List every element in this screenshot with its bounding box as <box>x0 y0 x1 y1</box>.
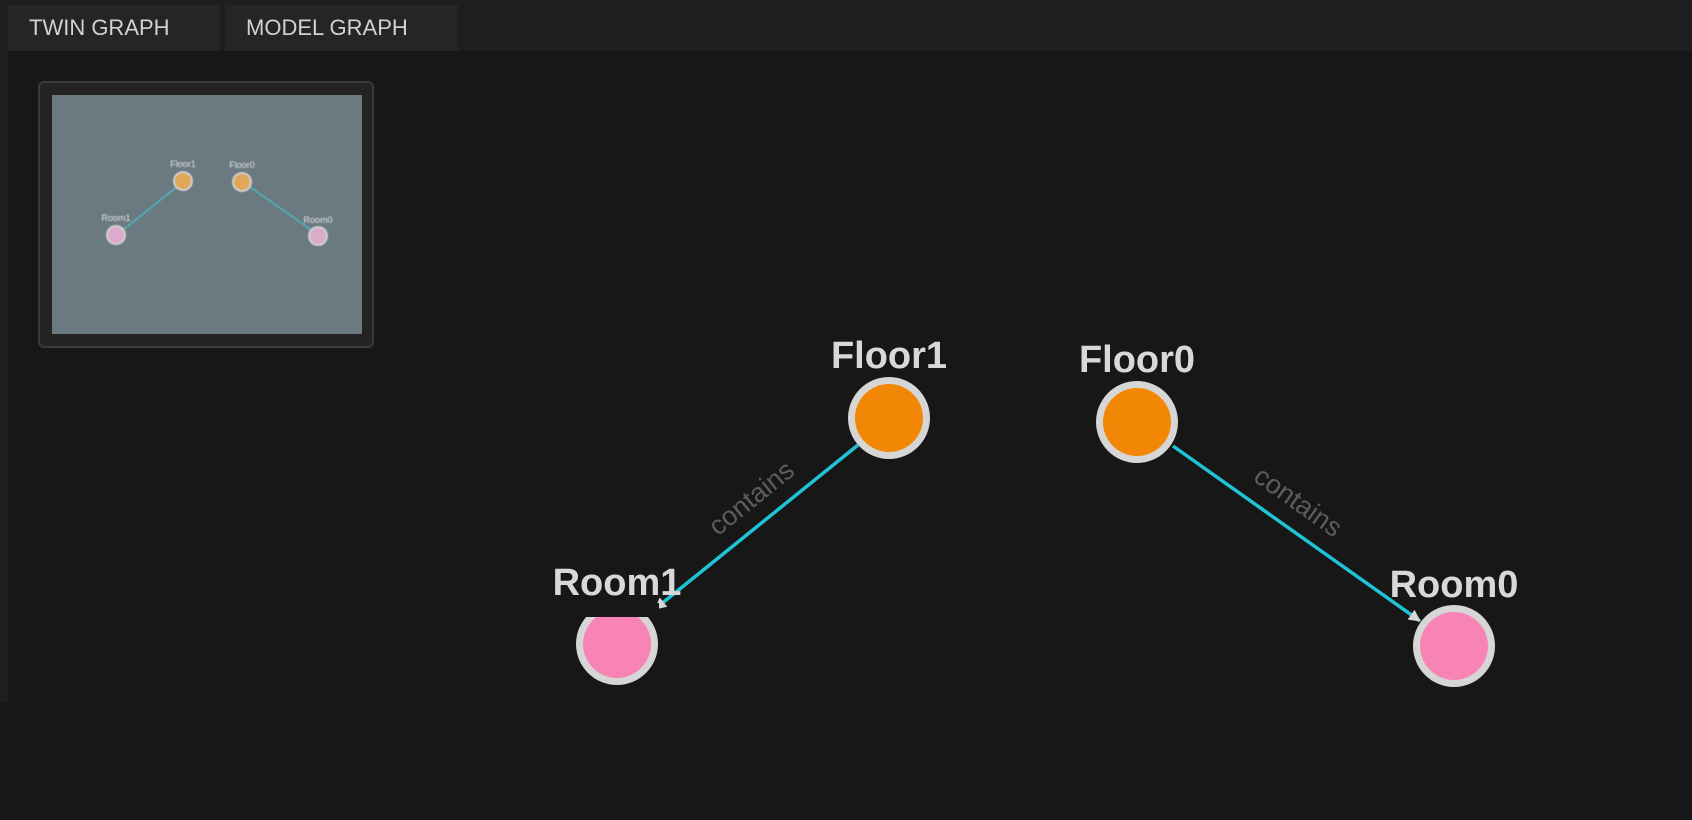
minimap-panel: Floor1 Floor0 Room1 Room0 <box>38 81 374 348</box>
node-fill[interactable] <box>1103 388 1171 456</box>
left-border <box>0 0 8 702</box>
minimap-edge <box>117 180 185 235</box>
minimap-viewport[interactable]: Floor1 Floor0 Room1 Room0 <box>52 95 362 334</box>
tab-twin-graph[interactable]: TWIN GRAPH <box>8 5 220 51</box>
node-label: Floor0 <box>1079 339 1195 381</box>
minimap-label: Floor1 <box>170 159 196 169</box>
edge-floor0-room0[interactable]: contains <box>1171 444 1422 623</box>
node-fill[interactable] <box>855 384 923 452</box>
node-label: Room0 <box>1390 564 1519 606</box>
minimap-node <box>234 174 250 190</box>
minimap-label: Room1 <box>101 213 130 223</box>
label-backdrop <box>575 603 659 617</box>
minimap-label: Floor0 <box>229 160 255 170</box>
minimap-edge <box>242 181 321 237</box>
node-floor0[interactable]: Floor0 <box>1079 339 1195 463</box>
minimap-node <box>310 228 326 244</box>
minimap-label: Room0 <box>303 215 332 225</box>
edge-floor1-room1[interactable]: contains <box>653 443 860 611</box>
edge-label: contains <box>703 455 800 542</box>
node-label: Room1 <box>553 562 682 604</box>
minimap-node <box>175 173 191 189</box>
edge-line[interactable] <box>1171 444 1422 623</box>
minimap-node <box>108 227 124 243</box>
tab-bar: TWIN GRAPH MODEL GRAPH <box>0 0 1692 51</box>
minimap-graph: Floor1 Floor0 Room1 Room0 <box>101 159 333 246</box>
edge-label: contains <box>1248 460 1347 543</box>
tab-model-graph[interactable]: MODEL GRAPH <box>225 5 458 51</box>
node-fill[interactable] <box>1420 612 1488 680</box>
node-room1[interactable]: Room1 <box>553 562 682 685</box>
node-floor1[interactable]: Floor1 <box>831 335 947 459</box>
node-room0[interactable]: Room0 <box>1390 564 1519 687</box>
edge-line[interactable] <box>653 443 860 611</box>
node-fill[interactable] <box>583 610 651 678</box>
node-label: Floor1 <box>831 335 947 377</box>
